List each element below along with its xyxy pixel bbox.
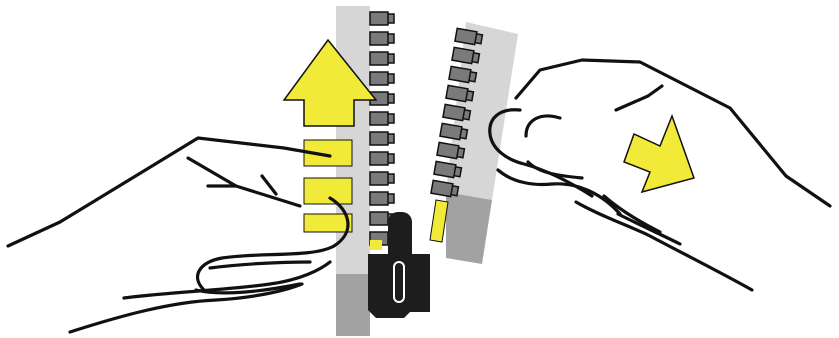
yellow-bar-2	[303, 177, 353, 205]
slider-pull-tab	[388, 212, 412, 310]
right-tooth	[433, 160, 463, 179]
yellow-bar-right	[429, 199, 449, 243]
arrow-right-down-icon	[623, 113, 695, 194]
left-tooth	[369, 191, 395, 206]
left-tooth	[369, 71, 395, 86]
right-tooth	[430, 179, 460, 198]
right-tooth	[451, 46, 481, 65]
yellow-bar-small	[370, 240, 382, 250]
left-hand-icon	[6, 136, 350, 334]
right-tooth	[439, 122, 469, 141]
left-tooth	[369, 111, 395, 126]
slider-tab-hole	[393, 261, 405, 303]
left-tooth	[369, 31, 395, 46]
left-tape-dark	[336, 274, 370, 336]
yellow-motion-bars	[303, 139, 449, 250]
right-tooth	[445, 84, 475, 103]
right-tooth	[442, 103, 472, 122]
left-tooth	[369, 131, 395, 146]
right-tooth	[454, 27, 484, 46]
left-tooth	[369, 151, 395, 166]
arrow-up-icon	[282, 38, 378, 127]
yellow-bar-3	[303, 213, 353, 233]
right-tape-dark	[446, 192, 492, 264]
left-tooth	[369, 171, 395, 186]
left-zipper-teeth	[369, 11, 395, 246]
right-hand-icon	[488, 58, 832, 292]
right-tooth	[436, 141, 466, 160]
yellow-bar-1	[303, 139, 353, 167]
right-zipper-teeth	[430, 27, 484, 198]
left-tooth	[369, 91, 395, 106]
left-tooth	[369, 11, 395, 26]
zipper-slider-icon	[368, 212, 430, 318]
left-tooth	[369, 51, 395, 66]
right-tooth	[448, 65, 478, 84]
